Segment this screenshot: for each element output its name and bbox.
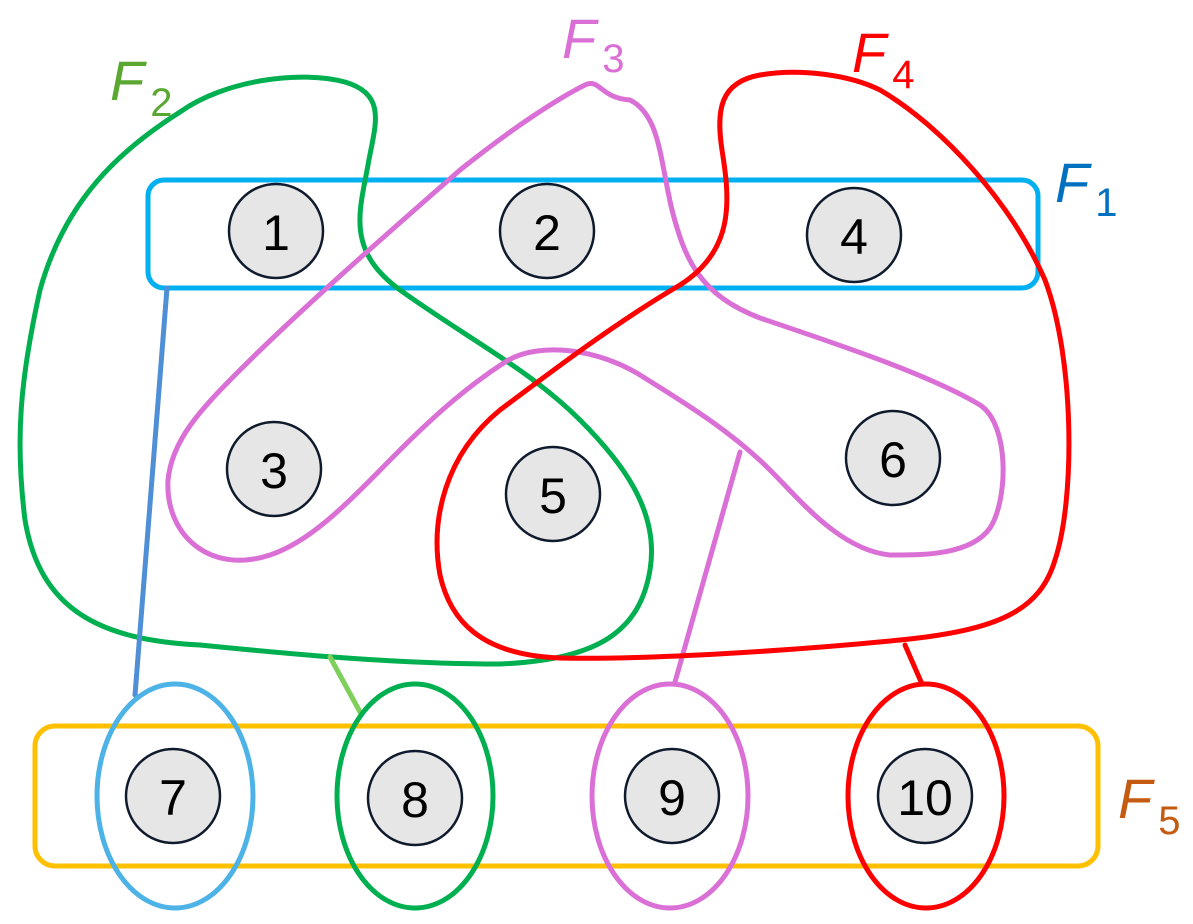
- set-f5-letter: F: [1118, 767, 1155, 830]
- set-f2-subscript: 2: [150, 81, 172, 125]
- set-f1-boundary: [145, 177, 1041, 291]
- node-8-label: 8: [401, 772, 429, 828]
- set-f4-subscript: 4: [892, 53, 914, 97]
- node-9-label: 9: [658, 770, 686, 826]
- set-f1-link-to-7: [132, 285, 170, 698]
- node-8: 8: [366, 749, 464, 847]
- node-4-label: 4: [840, 209, 868, 265]
- node-5: 5: [504, 445, 602, 543]
- node-9: 9: [623, 747, 721, 845]
- oval-node-9: [589, 681, 751, 911]
- set-f3-letter: F: [562, 7, 599, 70]
- node-2: 2: [498, 182, 596, 280]
- node-7-label: 7: [159, 770, 187, 826]
- node-6: 6: [844, 409, 942, 507]
- node-10: 10: [876, 747, 974, 845]
- node-6-label: 6: [879, 432, 907, 488]
- set-f4-boundary: [434, 69, 1072, 661]
- node-3: 3: [225, 420, 323, 518]
- oval-node-10: [845, 681, 1007, 911]
- node-10-label: 10: [897, 770, 953, 826]
- set-f4-letter: F: [852, 21, 889, 84]
- node-1-label: 1: [262, 205, 290, 261]
- set-f5-subscript: 5: [1158, 799, 1180, 843]
- node-2-label: 2: [533, 205, 561, 261]
- set-f3-link-to-9: [672, 449, 743, 685]
- set-f2-boundary: [17, 74, 654, 667]
- node-7: 7: [124, 747, 222, 845]
- set-f1-subscript: 1: [1095, 181, 1117, 225]
- oval-node-8: [334, 681, 496, 911]
- set-f3-boundary: [165, 81, 1006, 563]
- set-f2-link-to-8: [327, 654, 363, 715]
- node-5-label: 5: [539, 468, 567, 524]
- set-f3-subscript: 3: [602, 37, 624, 81]
- node-3-label: 3: [260, 443, 288, 499]
- node-4: 4: [805, 186, 903, 284]
- node-1: 1: [227, 182, 325, 280]
- set-f4-link-to-10: [902, 642, 925, 687]
- set-f1-letter: F: [1055, 151, 1092, 214]
- set-f5-boundary: [32, 723, 1101, 869]
- oval-node-7: [94, 681, 256, 911]
- set-f2-letter: F: [110, 49, 147, 112]
